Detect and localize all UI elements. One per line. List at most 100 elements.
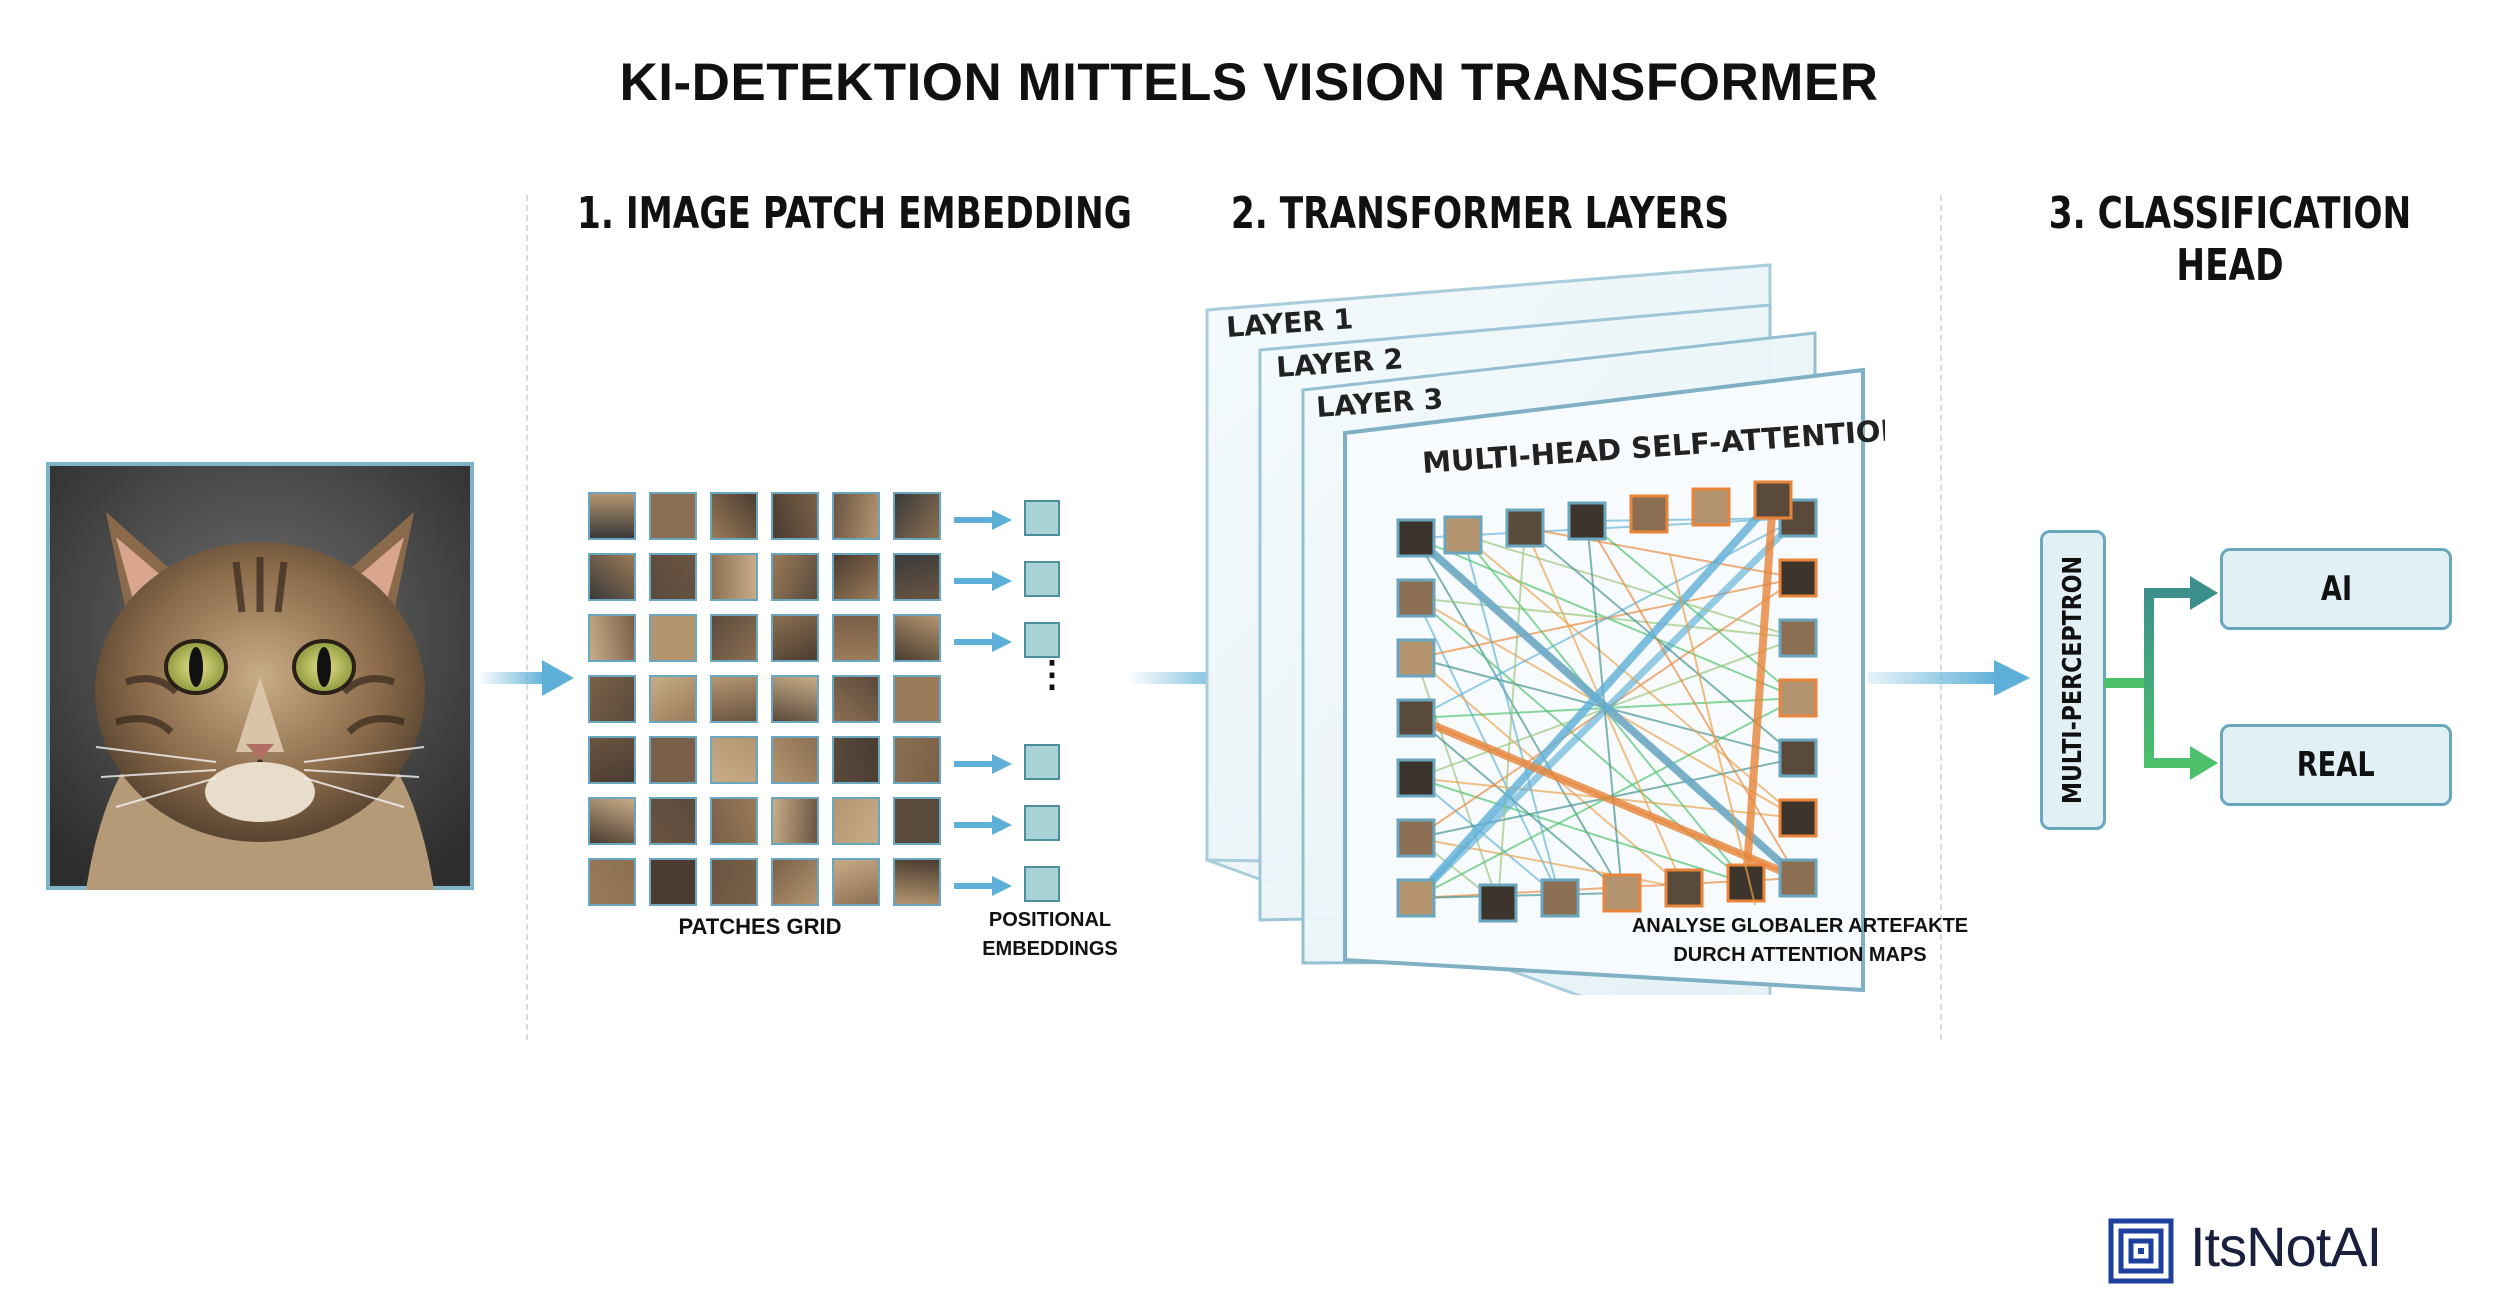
- positional-embedding-token: [1024, 561, 1060, 597]
- attention-line: [1415, 892, 1623, 899]
- mlp-box: MULTI-PERCEPTRON: [2040, 530, 2106, 830]
- positional-arrow-icon: [954, 752, 1014, 776]
- attention-token: [1629, 494, 1669, 534]
- image-patch: [893, 797, 941, 845]
- image-patch: [649, 797, 697, 845]
- image-patch: [710, 858, 758, 906]
- image-patch: [710, 797, 758, 845]
- attention-token: [1778, 858, 1818, 898]
- positional-embedding-token: [1024, 744, 1060, 780]
- attention-token: [1602, 873, 1642, 913]
- attention-token: [1505, 508, 1545, 548]
- positional-embedding-token: [1024, 500, 1060, 536]
- image-patch: [771, 736, 819, 784]
- image-patch: [832, 736, 880, 784]
- image-patch: [832, 675, 880, 723]
- image-patch: [832, 553, 880, 601]
- main-title: KI-DETEKTION MITTELS VISION TRANSFORMER: [619, 53, 1879, 112]
- positional-arrow-icon: [954, 813, 1014, 837]
- image-patch: [832, 797, 880, 845]
- patches-grid: [588, 492, 948, 906]
- image-patch: [710, 553, 758, 601]
- positional-arrow-icon: [954, 874, 1014, 898]
- image-patch: [771, 675, 819, 723]
- image-patch: [588, 614, 636, 662]
- image-patch: [893, 492, 941, 540]
- attention-line: [1586, 520, 1799, 879]
- image-patch: [832, 492, 880, 540]
- positional-embedding-token: [1024, 622, 1060, 658]
- positional-embeddings-label: POSITIONAL EMBEDDINGS: [982, 909, 1118, 960]
- strong-attention-line: [1742, 496, 1777, 887]
- section-title-transformer-layers: 2. TRANSFORMER LAYERS: [1230, 188, 1730, 239]
- mlp-label: MULTI-PERCEPTRON: [2058, 555, 2088, 805]
- attention-token: [1691, 487, 1731, 527]
- arrow-to-classification-head: [1868, 660, 2030, 696]
- attention-token: [1778, 678, 1818, 718]
- strong-attention-line: [1412, 496, 1777, 902]
- attention-token: [1664, 868, 1704, 908]
- image-patch: [710, 675, 758, 723]
- transformer-layers-stack: LAYER 1 LAYER 2 LAYER 3 MULTI-HEAD SELF-…: [1205, 263, 1885, 995]
- image-patch: [588, 797, 636, 845]
- image-patch: [649, 614, 697, 662]
- image-patch: [771, 797, 819, 845]
- input-image: [46, 462, 474, 890]
- attention-tokens: [1396, 480, 1818, 923]
- image-patch: [710, 614, 758, 662]
- attention-token: [1396, 578, 1436, 618]
- section-title-patch-embedding: 1. IMAGE PATCH EMBEDDING: [577, 188, 1132, 239]
- image-patch: [771, 492, 819, 540]
- image-patch: [893, 553, 941, 601]
- image-patch: [710, 736, 758, 784]
- image-patch: [588, 858, 636, 906]
- attention-token: [1396, 758, 1436, 798]
- attention-token: [1753, 480, 1793, 520]
- attention-line: [1415, 537, 1623, 894]
- image-patch: [832, 858, 880, 906]
- image-patch: [893, 675, 941, 723]
- output-real-box: REAL: [2220, 724, 2452, 806]
- brand-name: ItsNotAI: [2190, 1215, 2382, 1278]
- image-patch: [588, 675, 636, 723]
- image-patch: [771, 614, 819, 662]
- positional-arrow-icon: [954, 630, 1014, 654]
- annotation-pointer-line: [1669, 554, 1756, 906]
- attention-line: [1415, 517, 1799, 719]
- attention-token: [1396, 698, 1436, 738]
- arrow-to-patches: [478, 660, 574, 696]
- positional-embeddings-ellipsis: ⋮: [1034, 653, 1070, 694]
- attention-token: [1778, 558, 1818, 598]
- image-patch: [588, 492, 636, 540]
- positional-embeddings-column: ⋮: [950, 492, 1070, 902]
- positional-embedding-token: [1024, 866, 1060, 902]
- image-patch: [832, 614, 880, 662]
- section-title-classification-head: 3. CLASSIFICATION HEAD: [2048, 188, 2412, 291]
- positional-arrow-icon: [954, 569, 1014, 593]
- attention-token: [1778, 738, 1818, 778]
- attention-token: [1478, 883, 1518, 923]
- patches-grid-label: PATCHES GRID: [678, 914, 842, 939]
- section-divider-1: [526, 195, 528, 1040]
- attention-line: [1415, 777, 1747, 884]
- output-branch-arrows: [2104, 576, 2218, 780]
- image-patch: [893, 736, 941, 784]
- image-patch: [771, 553, 819, 601]
- attention-line: [1415, 717, 1623, 894]
- cat-icon: [86, 512, 434, 890]
- attention-token: [1396, 878, 1436, 918]
- output-ai-label: AI: [2320, 569, 2352, 609]
- attention-line: [1462, 534, 1799, 639]
- image-patch: [649, 492, 697, 540]
- attention-line: [1497, 527, 1526, 904]
- positional-embedding-token: [1024, 805, 1060, 841]
- output-real-label: REAL: [2297, 745, 2375, 785]
- image-patch: [649, 858, 697, 906]
- artifacts-annotation: ANALYSE GLOBALER ARTEFAKTE DURCH ATTENTI…: [1631, 915, 1969, 966]
- attention-token: [1396, 818, 1436, 858]
- attention-line: [1415, 777, 1561, 899]
- attention-line: [1462, 534, 1799, 819]
- strong-attention-line: [1412, 714, 1802, 882]
- image-patch: [893, 858, 941, 906]
- image-patch: [893, 614, 941, 662]
